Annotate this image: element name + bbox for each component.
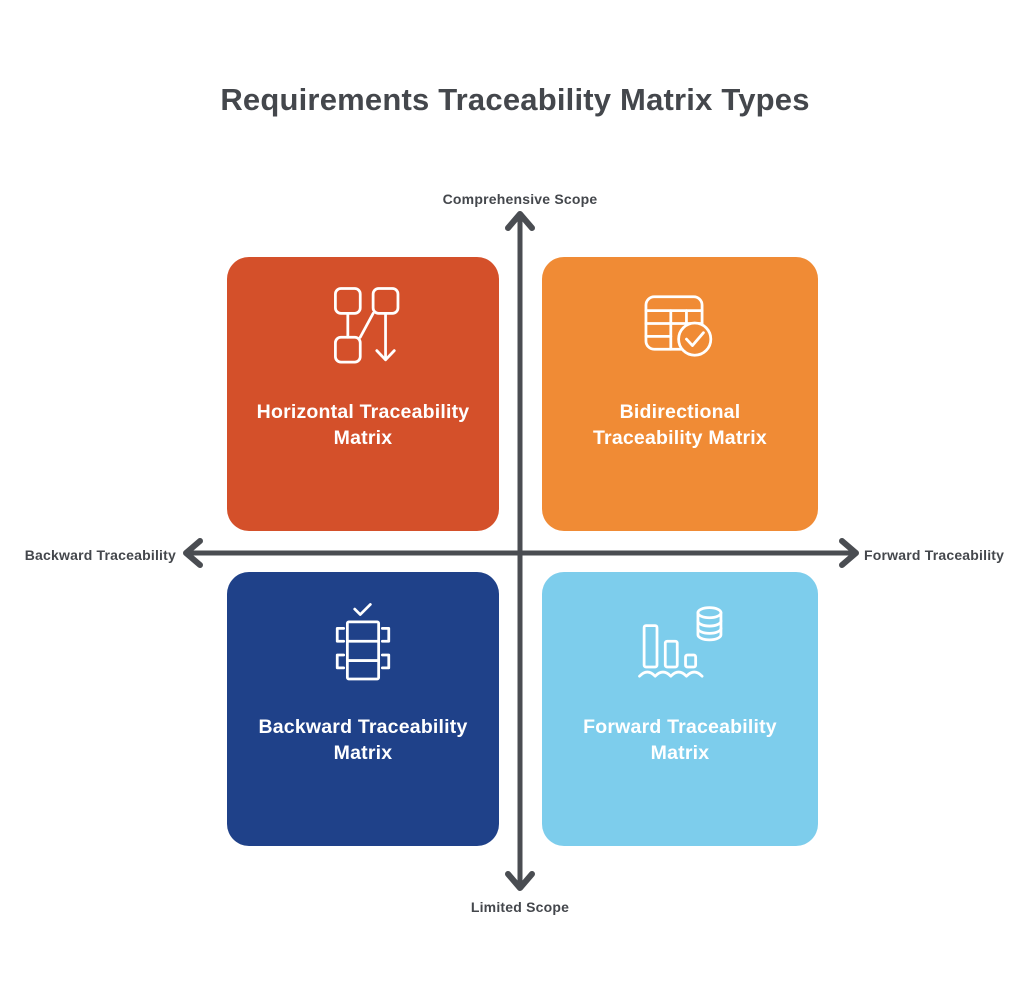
quadrant-label: Bidirectional Traceability Matrix — [593, 401, 767, 450]
workflow-branch-icon — [317, 283, 409, 375]
axis-label-comprehensive-scope: Comprehensive Scope — [442, 191, 598, 207]
up-arrowhead-icon — [505, 211, 535, 231]
left-arrowhead-icon — [183, 538, 203, 568]
axis-label-limited-scope: Limited Scope — [470, 899, 570, 915]
declining-bars-database-icon — [634, 598, 726, 690]
quadrant-bidirectional-traceability: Bidirectional Traceability Matrix — [542, 257, 818, 531]
axis-label-forward-traceability: Forward Traceability — [864, 547, 1005, 563]
table-check-icon — [634, 283, 726, 375]
quadrant-label: Backward Traceability Matrix — [258, 716, 468, 765]
quadrant-horizontal-traceability: Horizontal Traceability Matrix — [227, 257, 499, 531]
axis-label-backward-traceability: Backward Traceability — [24, 547, 176, 563]
quadrant-backward-traceability: Backward Traceability Matrix — [227, 572, 499, 846]
page-title: Requirements Traceability Matrix Types — [220, 82, 810, 117]
quadrant-forward-traceability: Forward Traceability Matrix — [542, 572, 818, 846]
stacked-table-check-icon — [317, 598, 409, 690]
quadrant-label: Horizontal Traceability Matrix — [256, 401, 470, 450]
quadrant-label: Forward Traceability Matrix — [583, 716, 777, 765]
down-arrowhead-icon — [505, 871, 535, 891]
right-arrowhead-icon — [839, 538, 859, 568]
